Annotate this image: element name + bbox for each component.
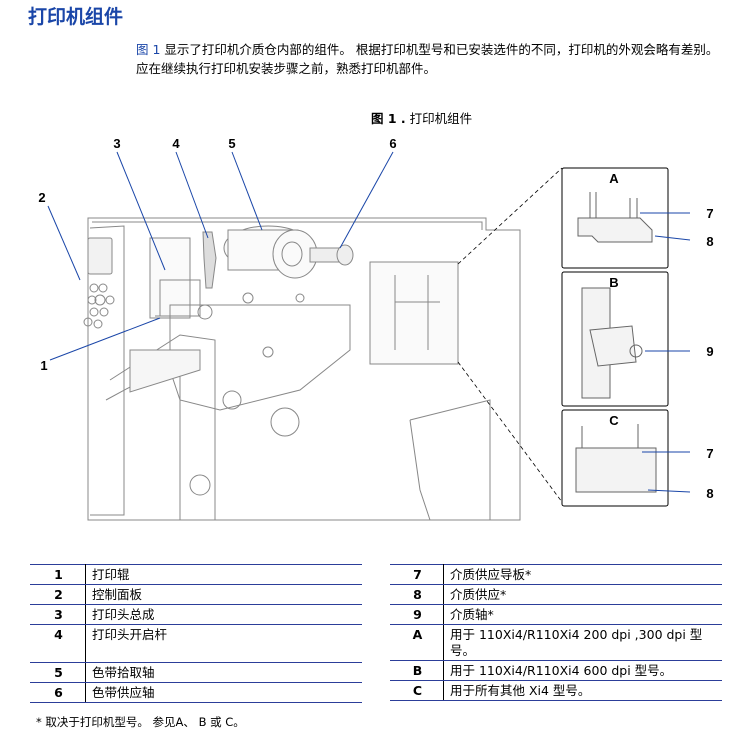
legend-label: 用于 110Xi4/R110Xi4 200 dpi ,300 dpi 型号。 [443,624,722,661]
control-panel-screen [87,237,113,275]
callout-4: 4 [172,136,180,151]
figure-caption-text: 打印机组件 [405,111,473,126]
callout-3: 3 [113,136,120,151]
legend-label: 色带拾取轴 [85,662,362,683]
intro-text: 显示了打印机介质仓内部的组件。 根据打印机型号和已安装选件的不同，打印机的外观会… [136,42,719,76]
legend-label: 介质轴* [443,604,722,625]
legend-key: 4 [30,624,86,663]
figure-caption-label: 图 1 . [371,111,406,126]
legend-key: 2 [30,584,86,605]
callout-8c: 8 [706,486,713,501]
legend-label: 介质供应导板* [443,564,722,585]
legend-key: 5 [30,662,86,683]
panel-b-letter: B [609,275,618,290]
legend-label: 打印头开启杆 [85,624,362,663]
legend-label: 控制面板 [85,584,362,605]
legend-label: 用于 110Xi4/R110Xi4 600 dpi 型号。 [443,660,722,681]
legend-key: 3 [30,604,86,625]
legend-key: 9 [390,604,444,625]
intro-paragraph: 图 1 显示了打印机介质仓内部的组件。 根据打印机型号和已安装选件的不同，打印机… [136,40,732,78]
printhead-lever-shape [202,231,217,289]
legend-label: 打印辊 [85,564,362,585]
legend-key: C [390,680,444,701]
inset-detail-window [369,261,459,365]
legend-label: 色带供应轴 [85,682,362,703]
callout-8a: 8 [706,234,713,249]
footnote: * 取决于打印机型号。 参见A、 B 或 C。 [36,715,245,729]
legend-key: 1 [30,564,86,585]
printer-body [87,217,521,521]
platen-roller-shape [197,304,213,320]
page-title: 打印机组件 [28,6,124,28]
legend-label: 用于所有其他 Xi4 型号。 [443,680,722,701]
callout-1: 1 [40,358,47,373]
panel-c-letter: C [609,413,619,428]
callout-6: 6 [389,136,396,151]
legend-label: 介质供应* [443,584,722,605]
panel-a-letter: A [609,171,619,186]
legend-key: 6 [30,682,86,703]
legend-key: B [390,660,444,681]
callout-7a: 7 [706,206,713,221]
legend-label: 打印头总成 [85,604,362,625]
legend-key: 7 [390,564,444,585]
figure-caption: 图 1 . 打印机组件 [371,108,472,127]
callout-5: 5 [228,136,235,151]
callout-9: 9 [706,344,713,359]
legend-key: 8 [390,584,444,605]
legend-key: A [390,624,444,661]
figure-ref-link[interactable]: 图 1 [136,42,161,57]
callout-2: 2 [38,190,45,205]
printer-components-figure: 3 4 5 6 2 1 A B C 7 8 9 7 8 [38,136,714,521]
callout-7c: 7 [706,446,713,461]
